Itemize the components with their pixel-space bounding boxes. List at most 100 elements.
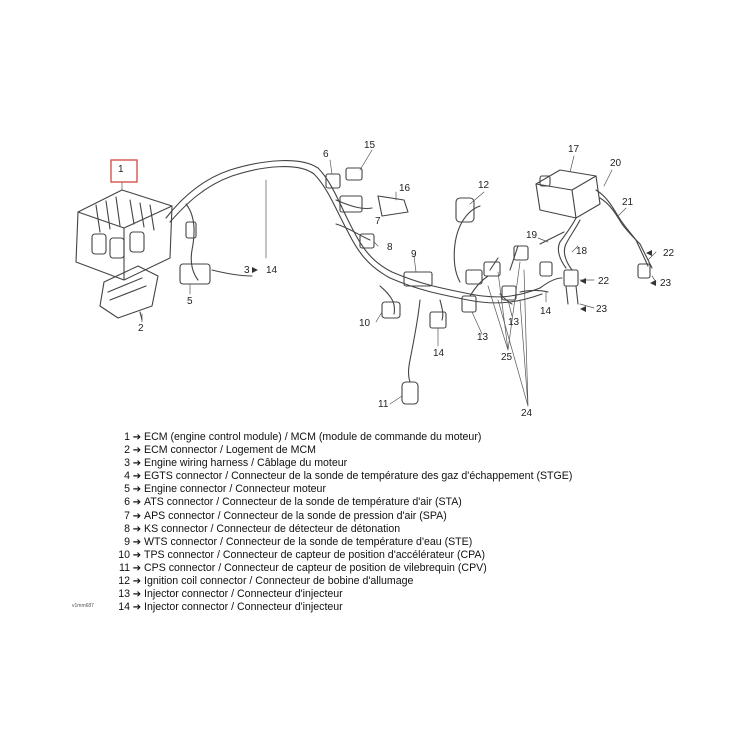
callout-21: 21 <box>622 197 634 208</box>
spark-plug-leads-drawing <box>539 189 653 305</box>
legend-item-text: Engine wiring harness / Câblage du moteu… <box>144 457 348 470</box>
arrow-icon: ➔ <box>132 484 142 496</box>
legend-item-text: APS connector / Connecteur de la sonde d… <box>144 509 447 522</box>
arrow-icon: ➔ <box>132 471 142 483</box>
legend-item-number: 4 <box>124 470 130 483</box>
arrow-icon: ➔ <box>132 497 142 509</box>
arrow-icon: ➔ <box>132 432 142 443</box>
legend-item: 10➔TPS connector / Connecteur de capteur… <box>116 549 676 562</box>
arrow-icon: ➔ <box>132 562 142 574</box>
callout-24: 24 <box>521 408 533 419</box>
legend-item-number: 11 <box>119 561 130 574</box>
callout-22-right: 22 <box>663 248 675 259</box>
callout-14-right: 14 <box>540 306 552 317</box>
legend-item-text: Injector connector / Connecteur d'inject… <box>144 601 343 614</box>
arrow-icon <box>650 280 656 286</box>
arrow-icon: ➔ <box>132 523 142 535</box>
callout-1-highlight-box <box>110 159 138 183</box>
callout-23-left: 23 <box>596 304 608 315</box>
callout-3: 3 <box>244 265 250 276</box>
legend-item-number: 6 <box>124 496 130 509</box>
legend-item-number: 7 <box>124 509 130 522</box>
legend-item-text: EGTS connector / Connecteur de la sonde … <box>144 470 573 483</box>
legend-item-number: 5 <box>124 483 130 496</box>
legend-item-text: ECM connector / Logement de MCM <box>144 444 316 457</box>
legend-item-number: 14 <box>118 601 130 614</box>
arrow-icon: ➔ <box>132 458 142 470</box>
callout-arrows <box>252 250 656 312</box>
callout-8: 8 <box>387 242 393 253</box>
callout-23-right: 23 <box>660 278 672 289</box>
legend-item: 9➔WTS connector / Connecteur de la sonde… <box>116 536 676 549</box>
callout-13-right: 13 <box>508 317 520 328</box>
legend-item: 8➔KS connector / Connecteur de détecteur… <box>116 523 676 536</box>
legend-item-number: 1 <box>124 431 130 443</box>
legend-item: 5➔Engine connector / Connecteur moteur <box>116 483 676 496</box>
legend-item: 4➔EGTS connector / Connecteur de la sond… <box>116 470 676 483</box>
legend-item-number: 13 <box>118 588 130 601</box>
arrow-icon: ➔ <box>132 510 142 522</box>
legend-item-text: Ignition coil connector / Connecteur de … <box>144 575 414 588</box>
arrow-icon: ➔ <box>132 602 142 614</box>
legend-item: 2➔ECM connector / Logement de MCM <box>116 444 676 457</box>
legend-list: 1➔ECM (engine control module) / MCM (mod… <box>116 431 676 614</box>
arrow-icon: ➔ <box>132 589 142 601</box>
callout-16: 16 <box>399 183 411 194</box>
legend-item-text: TPS connector / Connecteur de capteur de… <box>144 548 486 561</box>
reference-code: v1mm687 <box>72 603 94 609</box>
legend-item-number: 3 <box>124 457 130 470</box>
legend-item-number: 10 <box>118 548 130 561</box>
callout-14-left: 14 <box>266 265 278 276</box>
legend-item-text: Injector connector / Connecteur d'inject… <box>144 588 343 601</box>
callout-12: 12 <box>478 180 490 191</box>
callout-11: 11 <box>378 399 389 410</box>
callout-22-left: 22 <box>598 276 610 287</box>
arrow-icon: ➔ <box>132 536 142 548</box>
legend-item: 3➔Engine wiring harness / Câblage du mot… <box>116 457 676 470</box>
callout-9: 9 <box>411 249 417 260</box>
callout-18: 18 <box>576 246 588 257</box>
callout-2: 2 <box>138 323 144 334</box>
callout-7: 7 <box>375 216 381 227</box>
arrow-icon: ➔ <box>132 576 142 588</box>
legend-item: 14➔Injector connector / Connecteur d'inj… <box>116 601 676 614</box>
legend-item-number: 9 <box>124 535 130 548</box>
arrow-icon <box>580 278 586 284</box>
legend-item-text: WTS connector / Connecteur de la sonde d… <box>144 535 473 548</box>
arrow-icon: ➔ <box>132 445 142 457</box>
arrow-icon <box>646 250 652 256</box>
callout-19: 19 <box>526 230 538 241</box>
legend-item-text: ECM (engine control module) / MCM (modul… <box>144 431 482 443</box>
callout-14-middle: 14 <box>433 348 445 359</box>
arrow-icon <box>252 267 258 273</box>
callout-17: 17 <box>568 144 580 155</box>
legend-item: 7➔APS connector / Connecteur de la sonde… <box>116 510 676 523</box>
ignition-coil-drawing <box>535 169 601 219</box>
legend-item-text: ATS connector / Connecteur de la sonde d… <box>144 496 462 509</box>
arrow-icon: ➔ <box>132 549 142 561</box>
legend-item-text: Engine connector / Connecteur moteur <box>144 483 326 496</box>
callout-13-left: 13 <box>477 332 489 343</box>
legend-item-text: KS connector / Connecteur de détecteur d… <box>144 522 401 535</box>
engine-wiring-harness-drawing <box>165 160 563 383</box>
callout-1: 1 <box>118 164 124 175</box>
callout-5: 5 <box>187 296 193 307</box>
legend-item: 12➔Ignition coil connector / Connecteur … <box>116 575 676 588</box>
legend-item-text: CPS connector / Connecteur de capteur de… <box>144 561 487 574</box>
legend-item: 1➔ECM (engine control module) / MCM (mod… <box>116 431 676 444</box>
callout-15: 15 <box>364 140 376 151</box>
legend-item: 11➔CPS connector / Connecteur de capteur… <box>116 562 676 575</box>
callout-10: 10 <box>359 318 371 329</box>
ecm-module-drawing <box>75 189 173 281</box>
arrow-icon <box>580 306 586 312</box>
legend-item-number: 2 <box>124 444 130 457</box>
callout-numbers: 1 2 3 14 5 6 15 16 7 8 9 10 14 11 12 13 … <box>118 140 675 419</box>
callout-25: 25 <box>501 352 513 363</box>
callout-20: 20 <box>610 158 622 169</box>
legend-item: 6➔ATS connector / Connecteur de la sonde… <box>116 496 676 509</box>
legend-item: 13➔Injector connector / Connecteur d'inj… <box>116 588 676 601</box>
legend-item-number: 12 <box>118 575 130 588</box>
wiring-harness-diagram: 1 2 3 14 5 6 15 16 7 8 9 10 14 11 12 13 … <box>75 140 675 419</box>
callout-6: 6 <box>323 149 329 160</box>
harness-connectors-drawing <box>179 167 553 405</box>
